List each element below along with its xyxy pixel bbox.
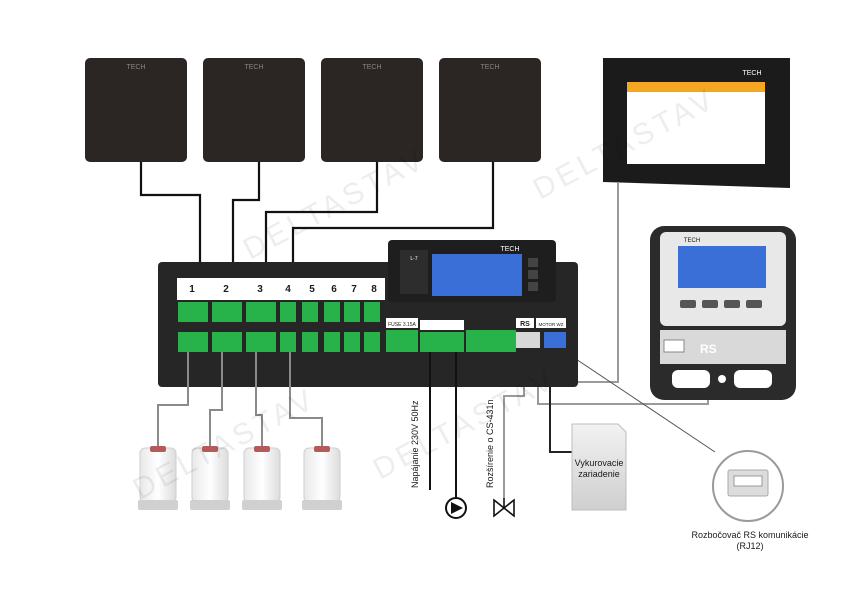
thermal-actuator-3 <box>242 446 282 510</box>
valve-icon <box>493 498 515 518</box>
rs-splitter-label: (RJ12) <box>736 541 763 551</box>
motor-label: MOTOR WZ <box>539 322 564 327</box>
zone-label: 7 <box>351 284 357 295</box>
wall-thermostats: TECH TECH TECH TECH <box>85 58 541 162</box>
rs-splitter-label: Rozbočovač RS komunikácie <box>691 530 808 540</box>
controller-model: L-7 <box>410 256 417 262</box>
room-thermostat-4 <box>439 58 541 162</box>
zone-label: 8 <box>371 284 377 295</box>
thermal-actuator-4 <box>302 446 342 510</box>
brand-logo: TECH <box>244 64 263 71</box>
pump-wiring <box>429 352 457 498</box>
brand-logo: TECH <box>362 64 381 71</box>
thermal-actuator-2 <box>190 446 230 510</box>
thermal-actuator-1 <box>138 446 178 510</box>
heating-device: Vykurovacie zariadenie <box>571 423 627 511</box>
fuse-label: FUSE 3.15A <box>388 322 416 328</box>
zone-label: 3 <box>257 284 263 295</box>
zone-label: 1 <box>189 284 195 295</box>
upper-terminals <box>178 302 380 322</box>
heating-device-label: Vykurovacie <box>575 458 624 468</box>
zone-label: 5 <box>309 284 315 295</box>
heating-device-label: zariadenie <box>578 469 620 479</box>
panel-rs-label: RS <box>700 342 717 356</box>
room-thermostat-3 <box>321 58 423 162</box>
actuator-wires <box>157 352 323 448</box>
brand-logo: TECH <box>126 64 145 71</box>
touch-control-panel: TECH <box>603 58 790 188</box>
pump-icon <box>445 497 467 519</box>
zone-label: 6 <box>331 284 337 295</box>
zone-label: 4 <box>285 284 291 295</box>
brand-logo: TECH <box>684 238 700 244</box>
brand-logo: TECH <box>480 64 499 71</box>
main-controller: L-7 TECH 1 2 3 4 5 6 7 8 <box>158 240 578 387</box>
room-thermostat-1 <box>85 58 187 162</box>
rs-splitter-icon <box>712 450 784 522</box>
brand-logo: TECH <box>742 70 761 77</box>
rs-port <box>516 332 540 348</box>
rs-port-label: RS <box>520 321 530 328</box>
power-supply-label: Napájanie 230V 50Hz <box>410 400 420 488</box>
thermal-actuators <box>138 446 342 510</box>
lower-terminals <box>178 332 380 352</box>
control-panel-unit: TECH RS <box>650 226 796 400</box>
brand-logo: TECH <box>500 246 519 253</box>
panel-lcd <box>678 246 766 288</box>
panel-orange-bar <box>627 82 765 92</box>
room-thermostat-2 <box>203 58 305 162</box>
zone-label: 2 <box>223 284 229 295</box>
zone-labels: 1 2 3 4 5 6 7 8 <box>189 284 377 295</box>
expansion-label: Rozšírenie o CS-431n <box>485 399 495 488</box>
controller-lcd <box>432 254 522 296</box>
thermostat-wires <box>139 162 495 262</box>
